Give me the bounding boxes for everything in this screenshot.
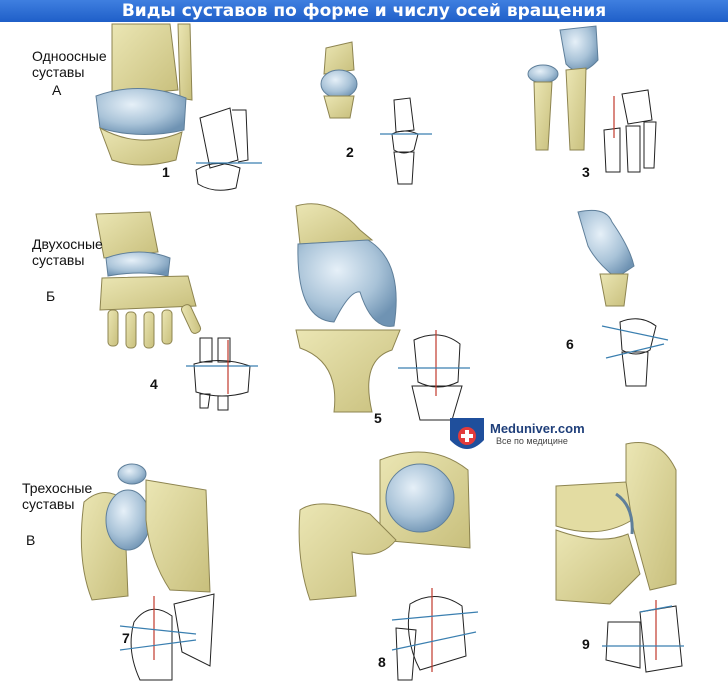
watermark-site: Meduniver.com (490, 421, 585, 436)
figure-number-9: 9 (582, 636, 590, 652)
group-label-biaxial: Двухосные суставы (32, 236, 103, 268)
group-letter-a: А (52, 82, 62, 98)
figure-9-atlanto-occipital (555, 442, 684, 673)
group-label-uniaxial: Одноосные суставы (32, 48, 107, 80)
figure-number-1: 1 (162, 164, 170, 180)
group-label-biaxial-line1: Двухосные (32, 236, 103, 252)
figure-number-7: 7 (122, 630, 130, 646)
figure-3-radioulnar (527, 25, 657, 173)
group-label-uniaxial-line1: Одноосные (32, 48, 107, 64)
group-letter-c: В (26, 532, 36, 548)
figure-number-6: 6 (566, 336, 574, 352)
figure-number-5: 5 (374, 410, 382, 426)
figure-7-shoulder (80, 463, 215, 681)
figure-number-2: 2 (346, 144, 354, 160)
figure-4-wrist (95, 211, 258, 411)
figure-1-ankle (95, 23, 262, 191)
figure-6-saddle (577, 209, 669, 387)
group-label-triaxial-line1: Трехосные (22, 480, 93, 496)
figure-number-8: 8 (378, 654, 386, 670)
group-label-triaxial-line2: суставы (22, 496, 75, 512)
page-title: Виды суставов по форме и числу осей вращ… (121, 1, 607, 21)
group-letter-b: Б (46, 288, 56, 304)
figure-8-hip (298, 451, 479, 681)
meduniver-logo (450, 418, 484, 449)
figure-number-3: 3 (582, 164, 590, 180)
group-label-triaxial: Трехосные суставы (22, 480, 92, 512)
group-label-biaxial-line2: суставы (32, 252, 85, 268)
title-bar (0, 0, 728, 22)
group-label-uniaxial-line2: суставы (32, 64, 85, 80)
watermark-tagline: Все по медицине (496, 436, 568, 446)
figure-5-knee (295, 203, 470, 421)
figure-2-interphalangeal (320, 41, 432, 185)
figure-number-4: 4 (150, 376, 158, 392)
